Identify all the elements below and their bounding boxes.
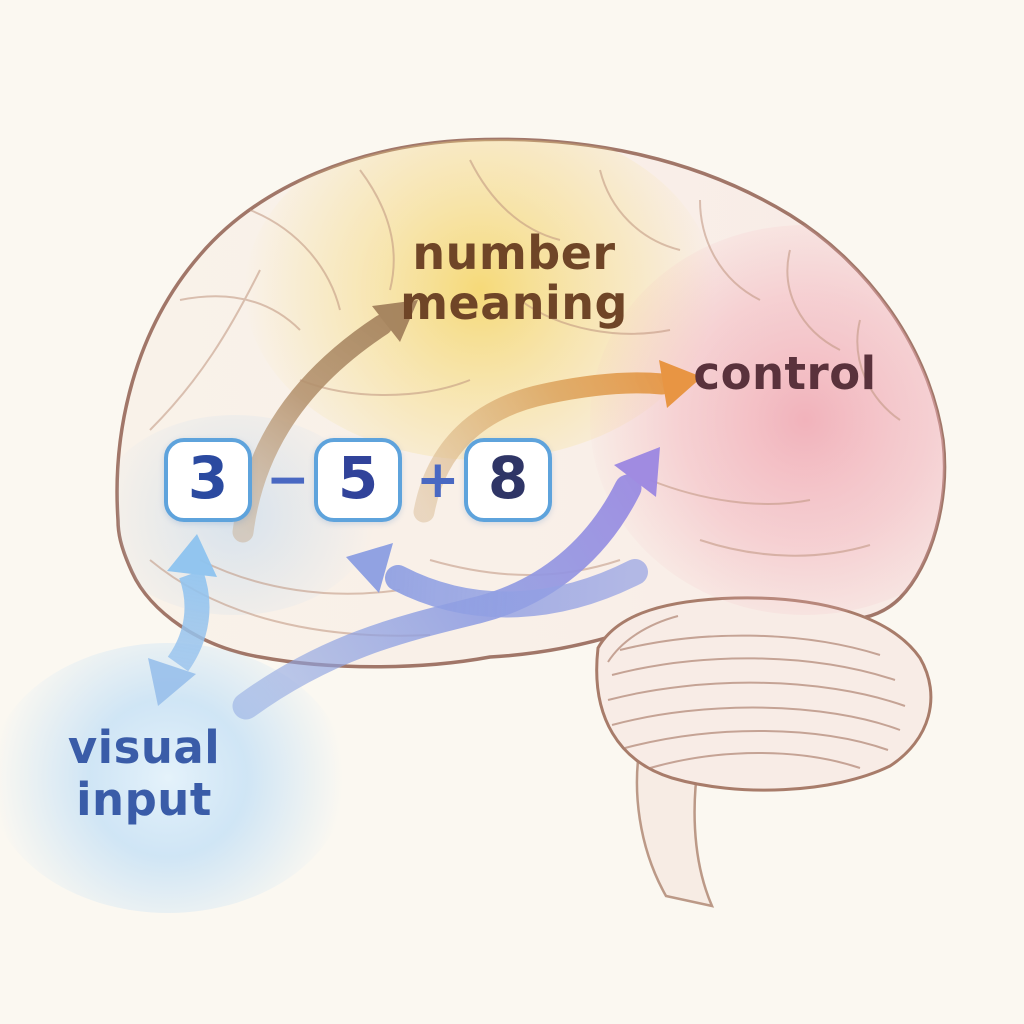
digit-box-5: 5 [314,438,402,522]
arithmetic-expression: 3 − 5 + 8 [164,438,552,522]
digit-value: 3 [187,444,229,512]
cerebellum-folds [607,615,906,769]
visual-input-label-line2: input [76,773,212,826]
visual-input-label-line1: visual [67,721,221,774]
visual-input-label: visual input [39,722,249,826]
arrow-number-meaning-to-control [413,360,702,523]
number-meaning-label: number meaning [362,228,666,328]
digit-box-3: 3 [164,438,252,522]
digit-value: 5 [337,444,379,512]
control-label: control [693,347,877,400]
digit-value: 8 [487,444,529,512]
arrow-feedback-to-digits [346,543,648,618]
number-meaning-label-line1: number [412,226,616,280]
digit-box-8: 8 [464,438,552,522]
arrow-visual-input-digits-bidirectional [148,534,217,706]
number-meaning-label-line2: meaning [400,276,628,330]
cerebellum [595,596,933,792]
plus-operator: + [416,450,460,510]
minus-operator: − [266,450,310,510]
